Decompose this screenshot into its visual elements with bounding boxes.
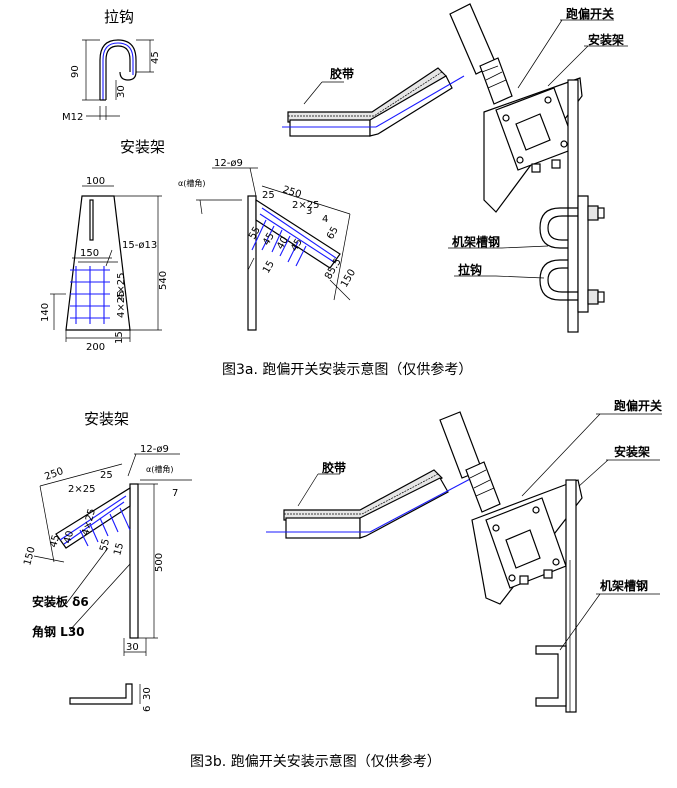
bend-b-40: 40 (62, 530, 76, 545)
caption-top: 图3a. 跑偏开关安装示意图（仅供参考） (222, 361, 472, 378)
bend-dim-225: 2×25 (292, 200, 319, 211)
bend-dim-d3: 3 (306, 206, 312, 217)
hook-label-top: 拉钩 (458, 262, 482, 277)
mount-label-top: 安装架 (588, 32, 624, 47)
belt-view-bottom: 胶带 (266, 460, 473, 539)
bracket-dim-200: 200 (86, 342, 105, 353)
angle-label: 角钢 L30 (32, 624, 85, 639)
switch-assembly-bottom: 跑偏开关 安装架 机架槽钢 (439, 398, 662, 713)
hook-title: 拉钩 (104, 8, 134, 26)
bracket-dim-15: 15 (114, 331, 125, 344)
bend-dim-angle: α(槽角) (178, 178, 206, 188)
bracket-dim-100: 100 (86, 176, 105, 187)
bend-dim-d4: 4 (322, 214, 328, 225)
bend-b-30: 30 (126, 642, 139, 653)
bend-b-150: 150 (22, 545, 38, 566)
bend-dim-holes: 12-ø9 (214, 158, 243, 169)
bracket-dim-150: 150 (80, 248, 99, 259)
channel-label-top: 机架槽钢 (452, 234, 500, 249)
hook-dim-30: 30 (116, 85, 127, 98)
bracket-dim-holes: 15-ø13 (122, 240, 157, 251)
bracket-bend-view-bottom: 安装架 12-ø9 α(槽角) 7 250 25 2×25 150 45 40 (22, 410, 192, 712)
belt-label-top: 胶带 (330, 66, 354, 81)
bend-dim-65: 65 (325, 225, 341, 242)
plate-label: 安装板 δ6 (32, 594, 89, 609)
caption-bottom: 图3b. 跑偏开关安装示意图（仅供参考） (190, 753, 441, 770)
switch-assembly-top: 跑偏开关 安装架 机架槽钢 (448, 3, 628, 333)
hook-dim-45: 45 (150, 51, 161, 64)
bend-b-15: 15 (112, 542, 126, 557)
bracket-title-top: 安装架 (120, 138, 165, 156)
bend-b-500: 500 (154, 553, 165, 572)
hook-dim-m12: M12 (62, 112, 83, 123)
bend-b-holes: 12-ø9 (140, 444, 169, 455)
bend-b-6: 6 (142, 706, 153, 712)
bracket-bend-view-top: 12-ø9 α(槽角) 250 25 2×25 3 4 (178, 158, 358, 331)
switch-label-top: 跑偏开关 (566, 6, 614, 21)
channel-label-bottom: 机架槽钢 (600, 578, 648, 593)
bend-dim-15: 15 (261, 259, 277, 276)
bend-b-30b: 30 (142, 687, 153, 700)
hook-dim-90: 90 (70, 65, 81, 78)
bracket-dim-540: 540 (158, 271, 169, 290)
belt-label-bottom: 胶带 (322, 460, 346, 475)
bend-b-25: 25 (100, 470, 113, 481)
belt-view-top: 胶带 (282, 66, 465, 137)
bend-b-angle: α(槽角) (146, 464, 174, 474)
bend-b-d7: 7 (172, 488, 178, 499)
bracket-dim-140: 140 (40, 303, 51, 322)
bracket-dim-4x25b: 4×25 (116, 291, 127, 318)
bracket-title-bottom: 安装架 (84, 410, 129, 428)
bend-b-45: 45 (48, 534, 62, 549)
switch-label-bottom: 跑偏开关 (614, 398, 662, 413)
hook-drawing: 拉钩 90 45 30 M12 (62, 8, 161, 123)
bend-b-225: 2×25 (68, 484, 95, 495)
bend-b-55: 55 (98, 538, 112, 553)
bend-dim-150: 150 (339, 267, 358, 289)
bend-dim-2: 25 (262, 190, 275, 201)
bracket-dim-4x25: 4×25 (116, 273, 127, 300)
bracket-front-view: 安装架 100 150 15-ø13 540 140 200 (40, 138, 169, 353)
bend-dim-250: 250 (281, 184, 303, 200)
mount-label-bottom: 安装架 (614, 444, 650, 459)
